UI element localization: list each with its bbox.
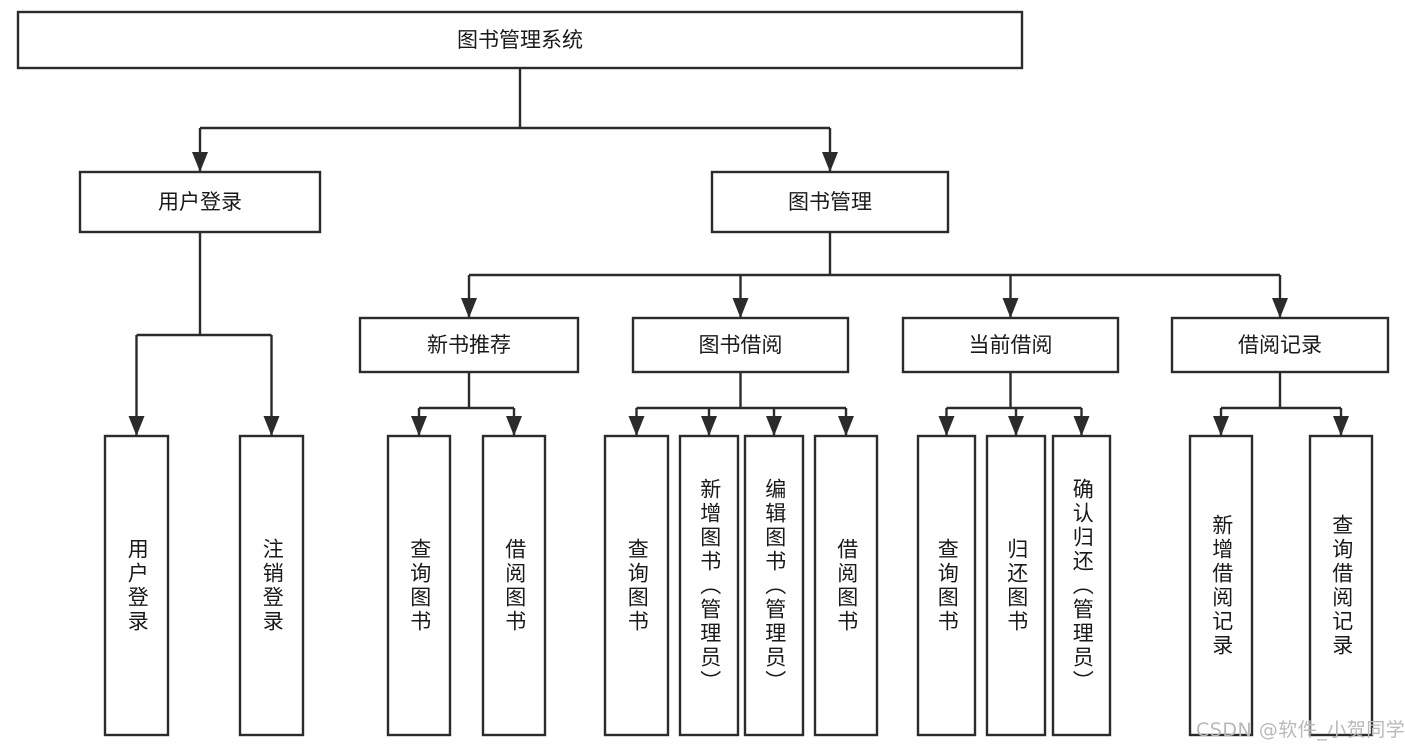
- node-box-new-book-recommend[interactable]: [358, 316, 580, 374]
- node-label-user-login: 用户登录: [158, 190, 242, 214]
- node-label-book-borrow: 图书借阅: [699, 333, 783, 357]
- arrow-head-icon: [938, 416, 955, 436]
- node-box-current-borrow[interactable]: [901, 316, 1120, 374]
- node-box-edit-book-admin[interactable]: [743, 434, 805, 737]
- connector-layer: [128, 68, 1349, 436]
- arrow-head-icon: [192, 152, 208, 172]
- node-box-borrow-record[interactable]: [1170, 316, 1390, 374]
- arrow-head-icon: [128, 416, 145, 436]
- arrow-head-icon: [766, 416, 782, 436]
- arrow-head-icon: [1333, 416, 1349, 436]
- node-box-add-book-admin[interactable]: [678, 434, 740, 737]
- node-box-return-book[interactable]: [985, 434, 1047, 737]
- node-box-query-borrow-record[interactable]: [1308, 434, 1374, 737]
- arrow-head-icon: [701, 416, 717, 436]
- watermark-text: CSDN @软件_小贺同学: [1196, 719, 1405, 741]
- node-box-query-book-2[interactable]: [603, 434, 670, 737]
- node-box-query-book-1[interactable]: [386, 434, 452, 737]
- node-box-borrow-book-2[interactable]: [813, 434, 879, 737]
- node-box-book-borrow[interactable]: [631, 316, 850, 374]
- arrow-head-icon: [263, 416, 280, 436]
- arrow-head-icon: [461, 298, 477, 318]
- arrow-head-icon: [1073, 416, 1090, 436]
- arrow-head-icon: [1002, 298, 1019, 318]
- node-box-user-login[interactable]: [78, 170, 322, 234]
- arrow-head-icon: [732, 298, 749, 318]
- node-label-new-book-recommend: 新书推荐: [427, 333, 511, 357]
- node-box-query-book-3[interactable]: [916, 434, 977, 737]
- arrow-head-icon: [506, 416, 522, 436]
- node-box-layer: [16, 10, 1390, 737]
- node-label-borrow-record: 借阅记录: [1238, 333, 1322, 357]
- arrow-head-icon: [838, 416, 854, 436]
- node-box-root[interactable]: [16, 10, 1024, 70]
- arrow-head-icon: [628, 416, 645, 436]
- arrow-head-icon: [1213, 416, 1229, 436]
- node-box-user-login-do[interactable]: [103, 434, 170, 737]
- node-label-current-borrow: 当前借阅: [969, 333, 1053, 357]
- node-box-confirm-return-admin[interactable]: [1051, 434, 1112, 737]
- arrow-head-icon: [1272, 298, 1288, 318]
- node-label-book-manage: 图书管理: [788, 190, 872, 214]
- node-box-book-manage[interactable]: [710, 170, 950, 234]
- node-label-root: 图书管理系统: [457, 28, 583, 52]
- arrow-head-icon: [411, 416, 427, 436]
- node-box-borrow-book-1[interactable]: [481, 434, 547, 737]
- node-box-add-borrow-record[interactable]: [1188, 434, 1254, 737]
- arrow-head-icon: [1008, 416, 1024, 436]
- arrow-head-icon: [822, 152, 838, 172]
- node-box-user-logout[interactable]: [238, 434, 305, 737]
